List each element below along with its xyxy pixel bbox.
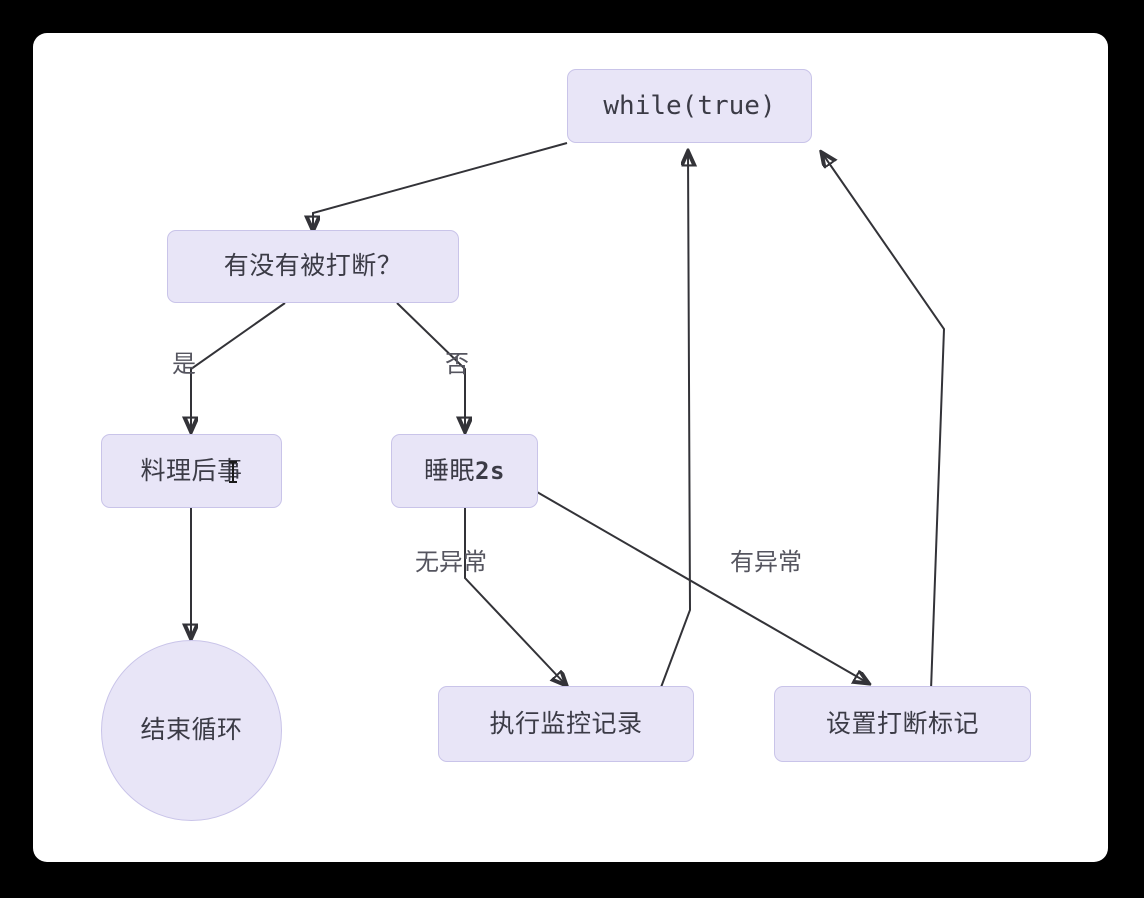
node-end-loop[interactable]: 结束循环 — [101, 640, 282, 821]
edge-label-yes: 是 — [172, 351, 196, 378]
node-end-loop-label: 结束循环 — [140, 716, 243, 744]
node-cleanup-label: 料理后事 — [140, 456, 243, 485]
edge-label-has-exception: 有异常 — [730, 549, 802, 576]
node-monitor-label: 执行监控记录 — [489, 709, 643, 738]
node-monitor[interactable]: 执行监控记录 — [438, 686, 694, 762]
edge-sleep-to-monitor — [464, 508, 566, 685]
node-set-flag[interactable]: 设置打断标记 — [774, 686, 1031, 762]
flowchart-edges — [33, 142, 946, 691]
edge-label-no: 否 — [445, 351, 469, 378]
node-interrupted[interactable]: 有没有被打断？ — [167, 230, 459, 303]
node-cleanup[interactable]: 料理后事 — [101, 434, 282, 508]
edge-while-to-interrupted — [313, 142, 568, 230]
node-interrupted-label: 有没有被打断？ — [223, 252, 403, 280]
node-while-true-label: while(true) — [603, 91, 776, 121]
node-while-true[interactable]: while(true) — [567, 69, 812, 143]
node-set-flag-label: 设置打断标记 — [825, 709, 979, 738]
edge-monitor-to-while — [659, 152, 690, 691]
edge-interrupted-to-sleep — [396, 302, 465, 431]
node-sleep-label-duration: 2s — [475, 457, 505, 485]
edge-interrupted-to-cleanup — [191, 302, 286, 431]
edge-label-no-exception: 无异常 — [415, 549, 487, 576]
node-sleep-label-cn: 睡眠 — [424, 456, 476, 485]
edge-sleep-to-setflag — [536, 491, 868, 683]
edge-setflag-to-while — [822, 153, 946, 691]
